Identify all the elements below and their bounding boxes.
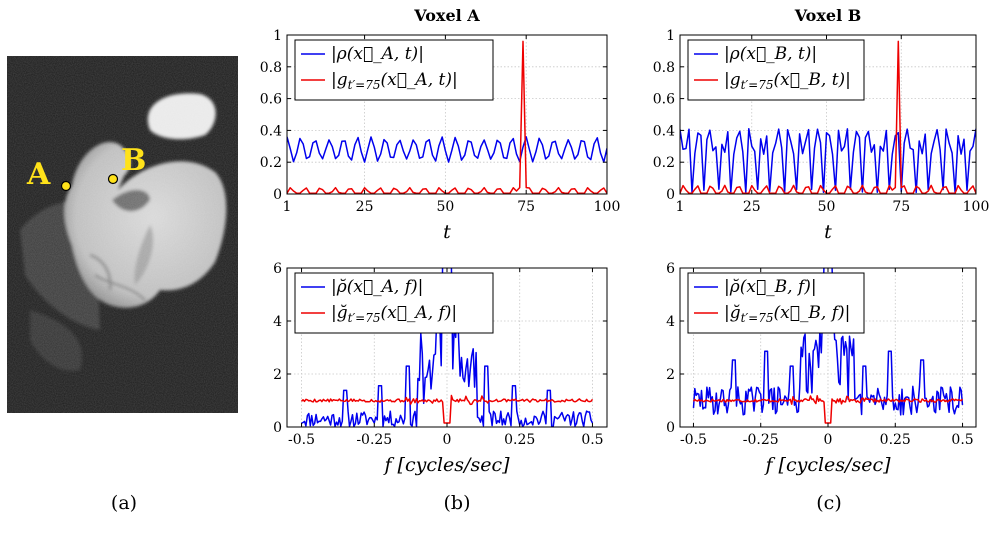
- legend-box: [294, 39, 494, 101]
- legend-box: [294, 272, 494, 334]
- x-tick-label: 100: [594, 199, 621, 215]
- mri-image-panel: A B: [7, 56, 238, 413]
- x-tick-label: 1: [676, 199, 685, 215]
- legend-label: |ρ̆(x⃗_A, f)|: [331, 277, 423, 297]
- y-tick-label: 0: [273, 420, 282, 436]
- x-tick-label: -0.5: [680, 432, 707, 448]
- legend: |ρ̆(x⃗_A, f)| |ğt′=75(x⃗_A, f)|: [294, 272, 494, 334]
- y-tick-label: 0: [666, 187, 675, 203]
- legend-box: [687, 39, 865, 101]
- y-tick-label: 0: [273, 187, 282, 203]
- chart-title: Voxel B: [794, 6, 862, 25]
- y-tick-label: 0.2: [260, 155, 282, 171]
- panel-label-b: (b): [444, 492, 471, 514]
- panel-label-c: (c): [816, 492, 841, 514]
- panel-label-a: (a): [111, 492, 137, 514]
- x-tick-label: 50: [436, 199, 454, 215]
- axes-frame: [286, 34, 608, 195]
- point-a-marker: [60, 180, 72, 192]
- x-tick-label: 75: [517, 199, 535, 215]
- y-tick-label: 6: [273, 261, 282, 277]
- series-line-red: [287, 40, 607, 194]
- x-tick-label: -0.5: [288, 432, 315, 448]
- series-line-blue: [287, 136, 607, 163]
- y-tick-label: 4: [666, 314, 675, 330]
- series-line-blue: [301, 268, 594, 427]
- x-tick-label: 0: [443, 432, 452, 448]
- y-tick-label: 0.8: [260, 60, 282, 76]
- x-axis-label: f [cycles/sec]: [382, 454, 510, 476]
- y-tick-label: 0: [666, 420, 675, 436]
- legend-label: |ρ̆(x⃗_B, f)|: [724, 277, 817, 297]
- series-line-blue: [680, 128, 976, 194]
- x-tick-label: 0.5: [581, 432, 603, 448]
- axes-frame: [679, 34, 977, 195]
- y-tick-label: 0.2: [653, 155, 675, 171]
- chart-voxel-a-time: 1 25 50 75 100 0 0.2 0.4 0.6 0.8 1 Voxel A t |ρ(x⃗_A,…: [260, 6, 621, 243]
- mri-noise: [7, 56, 238, 413]
- x-tick-label: -0.25: [743, 432, 779, 448]
- legend: |ρ̆(x⃗_B, f)| |ğt′=75(x⃗_B, f)|: [687, 272, 865, 334]
- chart-voxel-a-frequency: -0.5 -0.25 0 0.25 0.5 0 2 4 6 f [cycles/sec] |ρ̆(x…: [273, 261, 608, 476]
- y-tick-label: 0.4: [260, 123, 282, 139]
- y-tick-label: 0.6: [653, 92, 675, 108]
- x-tick-label: 25: [356, 199, 374, 215]
- x-tick-label: 1: [283, 199, 292, 215]
- chart-title: Voxel A: [413, 6, 480, 25]
- x-tick-label: 50: [818, 199, 836, 215]
- y-tick-label: 4: [273, 314, 282, 330]
- legend-label: |gt′=75(x⃗_A, t)|: [331, 70, 458, 92]
- series-line-red: [680, 40, 976, 194]
- legend-label: |ğt′=75(x⃗_A, f)|: [331, 303, 457, 325]
- y-tick-label: 1: [666, 28, 675, 44]
- x-tick-label: 0.5: [951, 432, 973, 448]
- x-axis-label: t: [824, 221, 832, 243]
- x-tick-label: 75: [892, 199, 910, 215]
- x-tick-label: 100: [963, 199, 990, 215]
- y-tick-label: 0.6: [260, 92, 282, 108]
- legend: |ρ(x⃗_B, t)| |gt′=75(x⃗_B, t)|: [687, 39, 865, 101]
- x-tick-label: -0.25: [356, 432, 392, 448]
- point-b-marker: [107, 173, 119, 185]
- y-tick-label: 2: [273, 367, 282, 383]
- x-tick-label: 0.25: [504, 432, 535, 448]
- x-tick-label: 0.25: [880, 432, 911, 448]
- x-axis-label: t: [443, 221, 451, 243]
- y-tick-label: 1: [273, 28, 282, 44]
- y-tick-label: 0.4: [653, 123, 675, 139]
- legend: |ρ(x⃗_A, t)| |gt′=75(x⃗_A, t)|: [294, 39, 494, 101]
- chart-voxel-b-frequency: -0.5 -0.25 0 0.25 0.5 0 2 4 6 f [cycles/sec] |ρ̆(x…: [666, 261, 977, 476]
- legend-label: |gt′=75(x⃗_B, t)|: [724, 70, 851, 92]
- legend-label: |ρ(x⃗_A, t)|: [331, 44, 424, 64]
- y-tick-label: 2: [666, 367, 675, 383]
- point-a-label: A: [26, 157, 51, 192]
- y-tick-label: 6: [666, 261, 675, 277]
- series-line-blue: [692, 268, 964, 416]
- point-b-label: B: [121, 143, 146, 178]
- x-tick-label: 0: [824, 432, 833, 448]
- chart-voxel-b-time: 1 25 50 75 100 0 0.2 0.4 0.6 0.8 1 Voxel B t |ρ(x⃗_B,…: [653, 6, 990, 243]
- y-tick-label: 0.8: [653, 60, 675, 76]
- legend-label: |ğt′=75(x⃗_B, f)|: [724, 303, 850, 325]
- x-axis-label: f [cycles/sec]: [763, 454, 891, 476]
- legend-label: |ρ(x⃗_B, t)|: [724, 44, 817, 64]
- x-tick-label: 25: [743, 199, 761, 215]
- legend-box: [687, 272, 865, 334]
